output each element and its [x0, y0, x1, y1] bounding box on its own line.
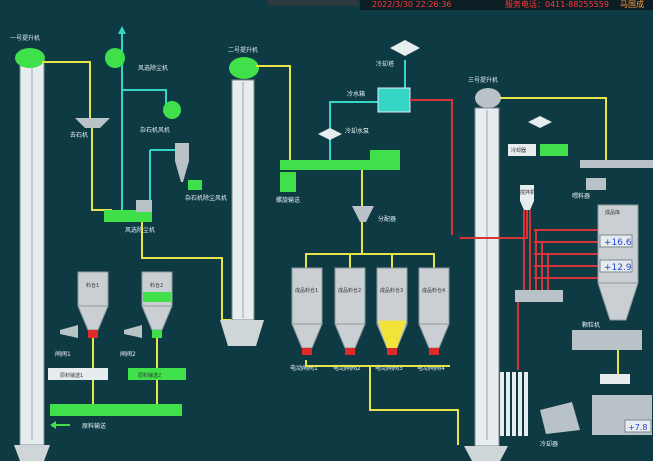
product-silo-4-cone — [418, 323, 450, 349]
batching-scale[interactable] — [515, 290, 563, 302]
hopper1-valve-label: 闸阀1 — [55, 350, 71, 358]
cooler-label: 冷却器 — [511, 147, 526, 154]
cooler-valve[interactable] — [528, 116, 552, 128]
header-user: 马国成 — [620, 0, 644, 9]
product-silos: 成品料仓1 电动闸阀1 成品料仓2 电动闸阀2 成品料仓3 电动闸阀3 成品料仓4 电动闸阀4 — [290, 267, 450, 372]
hopper2-valve-label: 闸阀2 — [120, 350, 136, 358]
elevator2-label: 二号提升机 — [228, 46, 258, 54]
temp-readout-1-value: +16.6 — [604, 238, 632, 248]
hopper2-label: 料仓2 — [150, 282, 163, 289]
product-silo-2[interactable] — [334, 267, 366, 325]
feeder-conveyor[interactable] — [580, 160, 653, 168]
raw-conveyor-label: 原料输送 — [82, 422, 106, 430]
hopper1-valve[interactable] — [88, 330, 98, 338]
cooler-unit-label: 冷却器 — [540, 440, 558, 448]
raw-conveyor1-label: 原料输送1 — [60, 372, 83, 379]
elevator2-head[interactable] — [229, 57, 259, 79]
water-tank[interactable] — [377, 87, 411, 113]
product-silo-4-valve[interactable] — [429, 348, 439, 355]
main-raw-conveyor[interactable] — [50, 404, 182, 416]
raw-conveyor2-label: 原料输送2 — [138, 372, 161, 379]
feeder-label: 喂料器 — [572, 192, 590, 200]
water-tank-label: 冷水箱 — [347, 90, 365, 98]
product-silo-4-valve-label: 电动闸阀4 — [417, 364, 445, 372]
product-silo-1-valve[interactable] — [302, 348, 312, 355]
raw-conveyor1[interactable] — [48, 368, 108, 380]
screw-conveyor-label: 螺旋输送 — [276, 196, 300, 204]
temp-readout-2-value: +12.9 — [604, 263, 632, 273]
temp-readout-2 — [599, 259, 633, 273]
header-service: 服务电话：0411-88255559 — [505, 0, 609, 9]
elevator3-label: 三号提升机 — [468, 76, 498, 84]
raw-conveyor2[interactable] — [128, 368, 186, 380]
mixer[interactable] — [520, 185, 534, 201]
pellet-mill[interactable] — [572, 330, 642, 350]
pellet-mill-label: 颗粒机 — [582, 321, 600, 329]
header-datetime: 2022/3/30 22:26:36 — [372, 0, 452, 9]
bucket-bars — [500, 372, 528, 436]
cooling-tower-valve[interactable] — [390, 40, 420, 56]
product-silo-1-valve-label: 电动闸阀1 — [290, 364, 318, 372]
elevator1-head[interactable] — [15, 48, 45, 68]
product-silo-3-level — [378, 320, 406, 348]
big-warehouse-label: 成品库 — [605, 209, 620, 216]
product-silo-3-label: 成品料仓3 — [380, 287, 403, 294]
impurity-fan-label: 杂石机风机 — [140, 126, 170, 134]
fan-2[interactable] — [163, 101, 181, 119]
product-silo-1-label: 成品料仓1 — [295, 287, 318, 294]
hopper1[interactable] — [77, 271, 109, 307]
water-pump-label: 冷却水泵 — [345, 127, 369, 135]
destoner-label: 去石机 — [70, 131, 88, 139]
cooling-tower-label: 冷却塔 — [376, 60, 394, 68]
product-silo-1[interactable] — [291, 267, 323, 325]
product-silo-2-valve-label: 电动闸阀2 — [333, 364, 361, 372]
hopper2-valve[interactable] — [152, 330, 162, 338]
product-silo-3[interactable] — [376, 267, 408, 325]
impurity-machine[interactable] — [104, 210, 152, 222]
mixer-label: 搅拌机 — [520, 189, 535, 196]
cooler-unit[interactable] — [540, 402, 580, 434]
cooler[interactable] — [508, 144, 536, 156]
screw-conveyor[interactable] — [280, 160, 400, 170]
temp-readout-3 — [624, 419, 652, 433]
product-silo-2-valve[interactable] — [345, 348, 355, 355]
product-silo-2-cone — [334, 323, 366, 349]
temp-readout-3-value: +7.8 — [628, 423, 647, 432]
water-pump[interactable] — [318, 128, 342, 140]
hopper2-level — [143, 292, 171, 302]
product-silo-4-label: 成品料仓4 — [422, 287, 445, 294]
impurity-dust-fan[interactable] — [188, 180, 202, 190]
distributor-label: 分配器 — [378, 215, 396, 223]
header-bar — [360, 0, 653, 10]
hopper1-label: 料仓1 — [86, 282, 99, 289]
impurity-machine-label: 风选除尘机 — [125, 226, 155, 234]
product-silo-2-label: 成品料仓2 — [338, 287, 361, 294]
product-silo-4[interactable] — [418, 267, 450, 325]
product-silo-3-valve[interactable] — [387, 348, 397, 355]
distributor[interactable] — [352, 206, 374, 222]
elevator1-boot — [14, 445, 50, 461]
fan-dust-label: 风选除尘机 — [138, 64, 168, 72]
destoner[interactable] — [75, 118, 110, 128]
elevator3-boot — [464, 446, 508, 461]
cyclone[interactable] — [175, 143, 189, 161]
elevator3-head[interactable] — [475, 88, 501, 108]
product-silo-3-valve-label: 电动闸阀3 — [375, 364, 403, 372]
fan-1[interactable] — [105, 48, 125, 68]
elevator1-label: 一号提升机 — [10, 34, 40, 42]
temp-readout-1 — [599, 234, 633, 248]
product-silo-1-cone — [291, 323, 323, 349]
impurity-dust-fan-label: 杂石机除尘风机 — [185, 194, 227, 202]
elevator2-boot — [220, 320, 264, 346]
top-tab[interactable] — [268, 0, 358, 6]
